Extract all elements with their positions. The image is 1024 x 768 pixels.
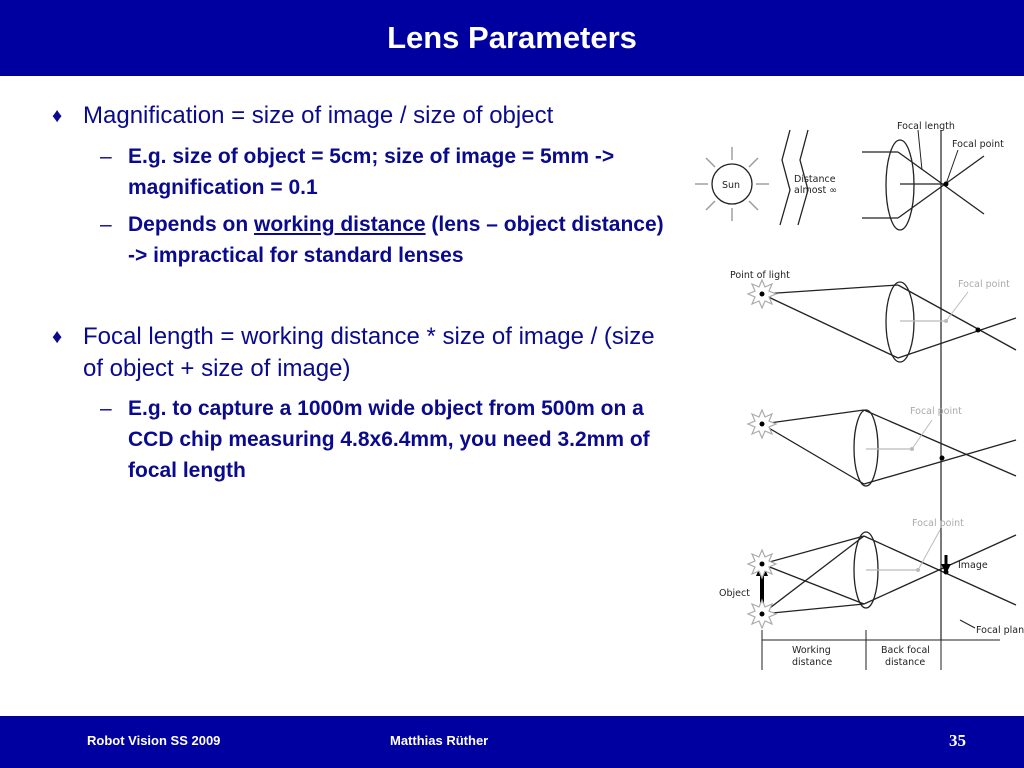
light-star-icon xyxy=(746,278,778,310)
page-number: 35 xyxy=(949,731,966,750)
label-back-focal-distance: distance xyxy=(885,657,925,668)
lens-icon xyxy=(885,281,915,363)
lens-diagram: Focal length Focal point Sun Distance al… xyxy=(695,121,1024,670)
light-star-icon xyxy=(746,598,778,630)
label-distance: Distance xyxy=(794,174,836,185)
label-focal-point: Focal point xyxy=(952,139,1004,150)
label-image: Image xyxy=(958,560,988,571)
lens-icon xyxy=(853,409,879,487)
label-sun: Sun xyxy=(722,180,740,191)
sub-bullet-text: E.g. size of object = 5cm; size of image… xyxy=(128,145,615,199)
label-focal-point: Focal point xyxy=(910,406,962,417)
label-almost-infinity: almost ∞ xyxy=(794,185,837,196)
label-object: Object xyxy=(719,588,750,599)
lens-icon xyxy=(885,139,915,231)
footer-bar xyxy=(0,716,1024,768)
sub-bullet-text-pre: Depends on xyxy=(128,213,255,236)
bullet-focal-length: ♦ Focal length = working distance * size… xyxy=(50,321,665,385)
break-line-icon xyxy=(779,129,791,226)
light-star-icon xyxy=(746,408,778,440)
image-arrow-icon xyxy=(941,564,951,574)
label-focal-point: Focal point xyxy=(912,518,964,529)
sub-bullet-working-distance: – Depends on working distance (lens – ob… xyxy=(50,209,665,271)
label-focal-plane: Focal plane xyxy=(976,625,1024,636)
footer-course: Robot Vision SS 2009 xyxy=(87,733,221,748)
label-working-distance: distance xyxy=(792,657,832,668)
slide-title: Lens Parameters xyxy=(387,20,637,55)
bullet-text: Magnification = size of image / size of … xyxy=(83,102,554,129)
sub-bullet-ccd-example: – E.g. to capture a 1000m wide object fr… xyxy=(50,393,665,486)
sun-rays xyxy=(695,147,769,221)
diamond-bullet-icon: ♦ xyxy=(52,326,63,348)
break-line-icon xyxy=(797,129,809,226)
label-focal-point: Focal point xyxy=(958,279,1010,290)
dash-bullet-icon: – xyxy=(100,397,112,420)
dash-bullet-icon: – xyxy=(100,213,112,236)
sun-icon xyxy=(711,163,753,205)
light-star-icon xyxy=(746,548,778,580)
label-point-of-light: Point of light xyxy=(730,270,790,281)
label-focal-length: Focal length xyxy=(897,121,955,132)
sub-bullet-example: – E.g. size of object = 5cm; size of ima… xyxy=(50,141,665,203)
sub-bullet-text-post: (lens – object distance) -> impractical … xyxy=(128,213,664,267)
label-back-focal: Back focal xyxy=(881,645,930,656)
title-bar xyxy=(0,0,1024,76)
working-distance-link[interactable]: working distance xyxy=(254,213,426,236)
bullet-text: Focal length = working distance * size o… xyxy=(83,323,655,382)
slide-content: ♦ Magnification = size of image / size o… xyxy=(50,100,665,486)
dash-bullet-icon: – xyxy=(100,145,112,168)
label-working: Working xyxy=(792,645,831,656)
bullet-magnification: ♦ Magnification = size of image / size o… xyxy=(50,100,665,132)
diamond-bullet-icon: ♦ xyxy=(52,105,63,127)
footer-author: Matthias Rüther xyxy=(390,733,489,748)
sub-bullet-text: E.g. to capture a 1000m wide object from… xyxy=(128,397,650,482)
